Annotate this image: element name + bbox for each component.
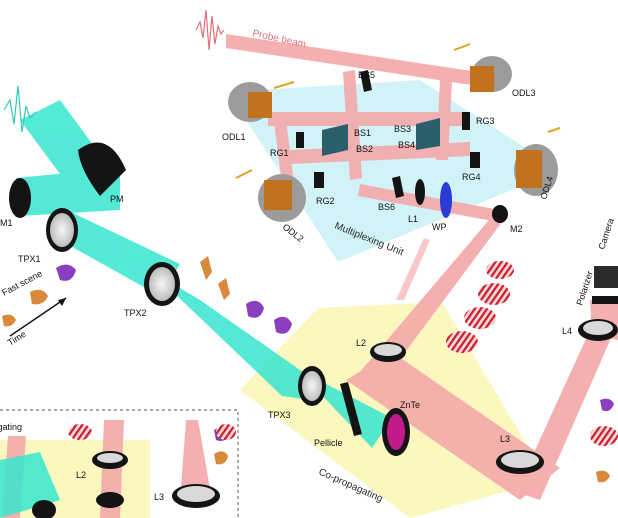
label-bs2: BS2 <box>356 144 373 154</box>
label-znte: ZnTe <box>400 400 420 410</box>
striped-probe-footprints <box>68 261 618 446</box>
multiplexing-unit-panel <box>228 80 560 262</box>
label-inset-l2: L2 <box>76 470 86 480</box>
label-pellicle: Pellicle <box>314 438 343 448</box>
label-odl1: ODL1 <box>222 132 246 142</box>
label-bs1: BS1 <box>354 128 371 138</box>
polarizer <box>592 296 618 304</box>
parabolic-mirror-pm <box>78 142 126 196</box>
label-inset-co-propagating: Co-propagating <box>0 422 22 432</box>
label-bs6: BS6 <box>378 202 395 212</box>
odl-motion-arrows <box>235 43 561 179</box>
inset-optics <box>32 451 220 518</box>
label-rg3: RG3 <box>476 116 495 126</box>
thz-optics <box>9 142 362 436</box>
odl2-unit <box>258 174 306 222</box>
probe-optics <box>370 266 618 474</box>
label-time: Time <box>6 329 28 348</box>
mirror-m1 <box>9 178 31 218</box>
thz-pulse-waveform <box>3 85 37 133</box>
label-l4: L4 <box>562 326 572 336</box>
label-tpx3: TPX3 <box>268 410 291 420</box>
label-wp: WP <box>432 222 447 232</box>
label-l1: L1 <box>408 214 418 224</box>
label-bs4: BS4 <box>398 140 415 150</box>
multiplexing-optics <box>296 70 508 223</box>
label-pm: PM <box>110 194 124 204</box>
camera-body <box>594 266 618 288</box>
time-arrow <box>9 297 67 337</box>
probe-pulse-waveform <box>195 9 225 51</box>
label-inset-l3: L3 <box>154 492 164 502</box>
label-m2: M2 <box>510 224 523 234</box>
label-odl3: ODL3 <box>512 88 536 98</box>
label-rg4: RG4 <box>462 172 481 182</box>
label-rg1: RG1 <box>270 148 289 158</box>
label-odl2: ODL2 <box>281 222 306 244</box>
odl1-unit <box>228 82 272 122</box>
label-l3: L3 <box>500 434 510 444</box>
label-l2: L2 <box>356 338 366 348</box>
inset-dashed-border <box>0 409 239 518</box>
label-bs3: BS3 <box>394 124 411 134</box>
label-tpx1: TPX1 <box>18 254 41 264</box>
label-tpx2: TPX2 <box>124 308 147 318</box>
label-m1: M1 <box>0 218 13 228</box>
pellicle <box>340 382 362 436</box>
odl4-unit <box>514 144 558 196</box>
odl3-unit <box>470 56 512 92</box>
label-camera: Camera <box>596 217 615 251</box>
label-bs5: BS5 <box>358 70 375 80</box>
label-rg2: RG2 <box>316 196 335 206</box>
